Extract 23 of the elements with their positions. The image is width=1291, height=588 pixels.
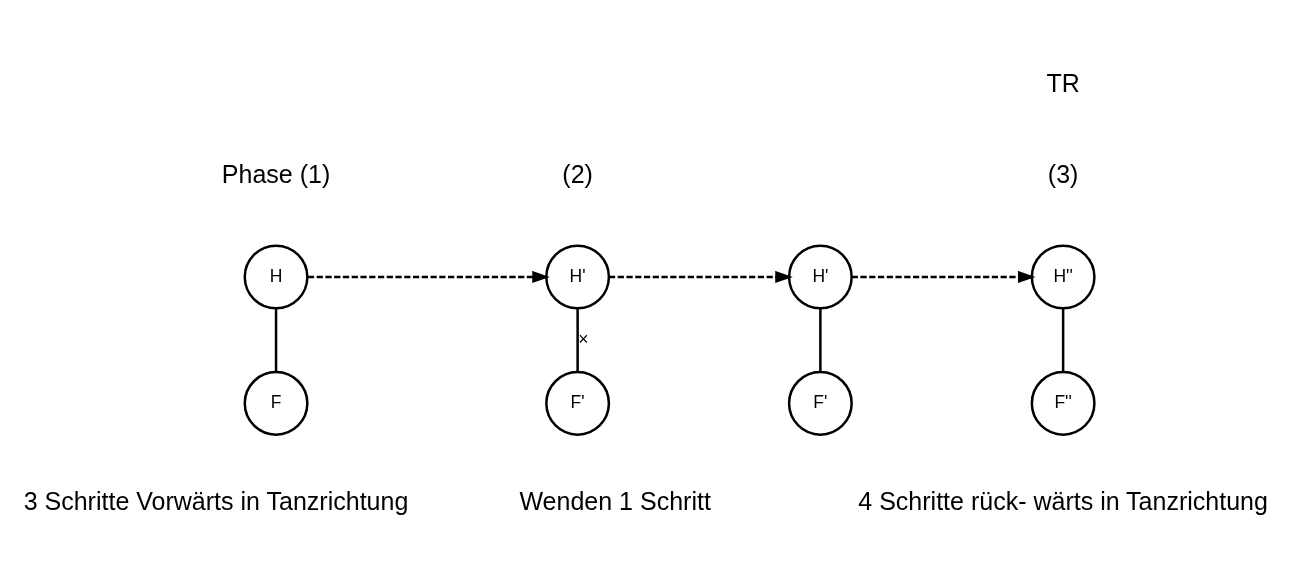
arrow (851, 270, 1036, 283)
label: TR (1046, 68, 1080, 97)
connector (819, 308, 822, 372)
label: 4 Schritte rück- wärts in Tanzrichtung (858, 486, 1268, 515)
label: Phase (1) (221, 159, 331, 188)
node-circle: F' (545, 370, 611, 436)
arrow (307, 270, 550, 283)
node-circle: H' (545, 243, 611, 309)
label: (2) (562, 159, 593, 188)
label: 3 Schritte Vorwärts in Tanzrichtung (23, 486, 409, 515)
node-circle: H (243, 243, 309, 309)
node-circle: F'' (1030, 370, 1096, 436)
connector (1061, 308, 1065, 372)
edge-label: × (578, 328, 589, 349)
node-circle: F' (787, 370, 853, 436)
label: (3) (1047, 159, 1079, 188)
arrow (608, 270, 793, 283)
node-circle: H'' (1030, 243, 1096, 309)
label: Wenden 1 Schritt (519, 486, 711, 515)
node-circle: F (243, 370, 309, 436)
node-circle: H' (787, 243, 853, 309)
connector (274, 308, 278, 372)
connector (576, 308, 579, 372)
